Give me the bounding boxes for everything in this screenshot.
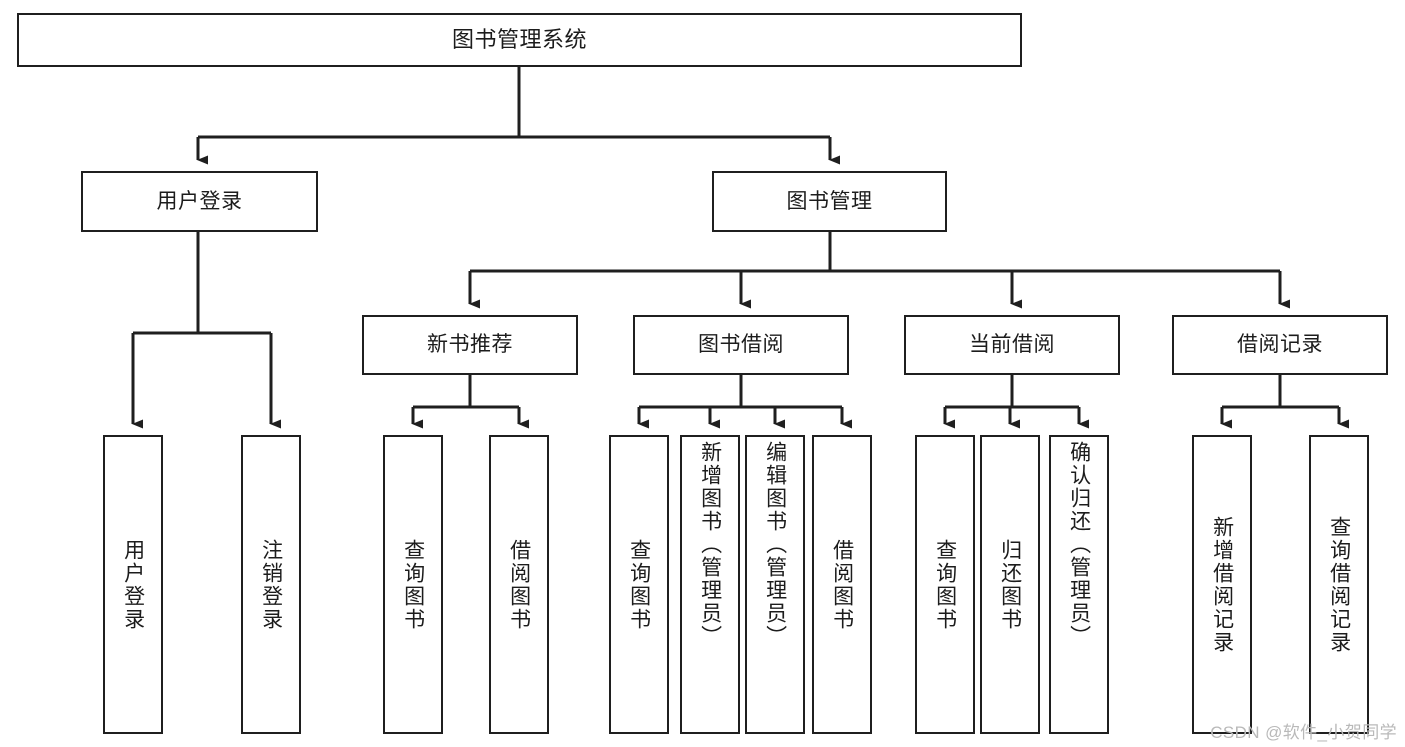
node-leaf-add-record-label: 新增借阅记录 <box>1210 515 1234 654</box>
node-book-borrow-label: 图书借阅 <box>698 333 784 357</box>
node-leaf-user-login[interactable]: 用户登录 <box>103 435 163 734</box>
node-leaf-query-book-3[interactable]: 查询图书 <box>915 435 975 734</box>
node-current-borrow-label: 当前借阅 <box>969 333 1055 357</box>
node-root[interactable]: 图书管理系统 <box>17 13 1022 67</box>
node-root-label: 图书管理系统 <box>451 27 587 53</box>
node-new-book-recommend[interactable]: 新书推荐 <box>362 315 578 375</box>
node-book-management[interactable]: 图书管理 <box>712 171 947 232</box>
node-leaf-query-book-2[interactable]: 查询图书 <box>609 435 669 734</box>
node-leaf-borrow-book-2[interactable]: 借阅图书 <box>812 435 872 734</box>
node-leaf-query-book-1-label: 查询图书 <box>401 538 425 631</box>
node-leaf-borrow-book-1-label: 借阅图书 <box>507 538 531 631</box>
node-leaf-return-book-label: 归还图书 <box>998 538 1022 631</box>
node-leaf-add-book[interactable]: 新增图书（管理员） <box>680 435 740 734</box>
node-leaf-borrow-book-1[interactable]: 借阅图书 <box>489 435 549 734</box>
node-book-management-label: 图书管理 <box>786 189 873 213</box>
watermark: CSDN @软件_小贺同学 <box>1210 723 1397 742</box>
node-leaf-user-logout[interactable]: 注销登录 <box>241 435 301 734</box>
node-current-borrow[interactable]: 当前借阅 <box>904 315 1120 375</box>
node-book-borrow[interactable]: 图书借阅 <box>633 315 849 375</box>
node-leaf-query-book-3-label: 查询图书 <box>933 538 957 631</box>
node-leaf-confirm-return[interactable]: 确认归还（管理员） <box>1049 435 1109 734</box>
node-leaf-query-record[interactable]: 查询借阅记录 <box>1309 435 1369 734</box>
node-user-login-label: 用户登录 <box>156 189 243 213</box>
node-user-login[interactable]: 用户登录 <box>81 171 318 232</box>
node-borrow-record[interactable]: 借阅记录 <box>1172 315 1388 375</box>
node-leaf-edit-book[interactable]: 编辑图书（管理员） <box>745 435 805 734</box>
node-leaf-user-login-label: 用户登录 <box>121 538 145 631</box>
node-leaf-add-book-label: 新增图书（管理员） <box>698 441 722 648</box>
node-leaf-return-book[interactable]: 归还图书 <box>980 435 1040 734</box>
node-leaf-add-record[interactable]: 新增借阅记录 <box>1192 435 1252 734</box>
node-leaf-query-book-2-label: 查询图书 <box>627 538 651 631</box>
node-leaf-confirm-return-label: 确认归还（管理员） <box>1067 441 1091 648</box>
node-new-book-recommend-label: 新书推荐 <box>427 333 513 357</box>
node-leaf-query-record-label: 查询借阅记录 <box>1327 515 1351 654</box>
node-leaf-user-logout-label: 注销登录 <box>259 538 283 631</box>
node-borrow-record-label: 借阅记录 <box>1237 333 1323 357</box>
node-leaf-borrow-book-2-label: 借阅图书 <box>830 538 854 631</box>
node-leaf-edit-book-label: 编辑图书（管理员） <box>763 441 787 648</box>
node-leaf-query-book-1[interactable]: 查询图书 <box>383 435 443 734</box>
